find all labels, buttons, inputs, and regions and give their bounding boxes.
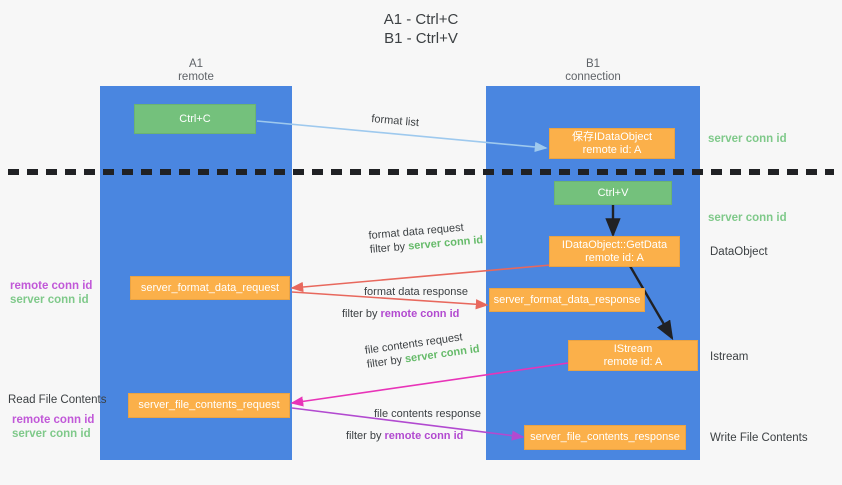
note-write-file-contents: Write File Contents: [710, 431, 808, 445]
node-server-format-data-request-label: server_format_data_request: [140, 281, 280, 294]
node-idataobject-getdata[interactable]: IDataObject::GetData remote id: A: [549, 236, 680, 267]
note-ids-upper: remote conn id server conn id: [10, 279, 92, 307]
column-header-a1: A1 remote: [100, 58, 292, 84]
node-idataobject-line1: 保存IDataObject: [571, 130, 653, 143]
node-idataobject-line2: remote id: A: [582, 143, 642, 156]
edge-label-format-list: format list: [371, 112, 420, 130]
edge-label-file-contents-response-filter: filter by remote conn id: [346, 429, 481, 443]
note-istream-text: Istream: [710, 351, 749, 363]
node-getdata-line1: IDataObject::GetData: [561, 238, 668, 251]
note-ids-upper-server: server conn id: [10, 294, 89, 306]
node-server-file-contents-request-label: server_file_contents_request: [138, 399, 280, 411]
note-istream: Istream: [710, 350, 748, 364]
node-idataobject[interactable]: 保存IDataObject remote id: A: [549, 128, 675, 159]
note-server-conn-id-mid-text: server conn id: [708, 212, 787, 224]
edge-label-file-contents-response: file contents response filter by remote …: [346, 407, 482, 443]
edge-label-file-contents-request: file contents request filter by server c…: [364, 328, 481, 372]
node-ctrl-c-label: Ctrl+C: [179, 112, 211, 125]
column-b1-role: connection: [565, 71, 621, 83]
note-ids-lower: remote conn id server conn id: [12, 413, 94, 441]
note-read-file-contents-text: Read File Contents: [8, 394, 107, 406]
page-title: A1 - Ctrl+C B1 - Ctrl+V: [0, 10, 842, 48]
filter-prefix: filter by: [342, 308, 381, 320]
filter-value-remote-conn-id: remote conn id: [380, 308, 460, 320]
title-line-1: A1 - Ctrl+C: [383, 11, 459, 28]
note-read-file-contents: Read File Contents: [8, 393, 106, 407]
note-ids-upper-remote: remote conn id: [10, 280, 93, 292]
node-istream[interactable]: IStream remote id: A: [568, 340, 698, 371]
column-b1-name: B1: [585, 58, 601, 70]
node-ctrl-c[interactable]: Ctrl+C: [134, 104, 256, 134]
filter-prefix: filter by: [369, 240, 409, 256]
edge-label-format-data-response-filter: filter by remote conn id: [342, 307, 468, 321]
note-ids-lower-remote: remote conn id: [12, 414, 95, 426]
filter-prefix: filter by: [366, 353, 406, 371]
note-write-file-contents-text: Write File Contents: [710, 432, 808, 444]
note-server-conn-id-mid: server conn id: [708, 211, 787, 225]
node-getdata-line2: remote id: A: [585, 251, 644, 264]
edge-label-file-contents-response-line1: file contents response: [374, 408, 482, 420]
node-server-format-data-response[interactable]: server_format_data_response: [489, 288, 645, 312]
node-ctrl-v-label: Ctrl+V: [597, 186, 629, 199]
filter-value-remote-conn-id: remote conn id: [384, 430, 464, 442]
note-data-object-text: DataObject: [710, 246, 768, 258]
node-server-format-data-request[interactable]: server_format_data_request: [130, 276, 290, 300]
node-server-file-contents-response[interactable]: server_file_contents_response: [524, 425, 686, 450]
column-a1-role: remote: [178, 71, 214, 83]
column-header-b1: B1 connection: [486, 58, 700, 84]
node-server-file-contents-request[interactable]: server_file_contents_request: [128, 393, 290, 418]
node-ctrl-v[interactable]: Ctrl+V: [554, 181, 672, 205]
edge-label-format-data-response: format data response filter by remote co…: [342, 285, 468, 321]
note-server-conn-id-top: server conn id: [708, 132, 787, 146]
note-ids-lower-server: server conn id: [12, 428, 91, 440]
filter-prefix: filter by: [346, 430, 385, 442]
edge-label-format-data-response-line1: format data response: [364, 286, 468, 298]
note-server-conn-id-top-text: server conn id: [708, 133, 787, 145]
node-server-format-data-response-label: server_format_data_response: [493, 293, 641, 306]
node-istream-line2: remote id: A: [603, 355, 663, 368]
edge-label-format-list-text: format list: [370, 112, 420, 130]
column-a1-name: A1: [188, 58, 204, 70]
node-istream-line1: IStream: [613, 342, 653, 355]
note-data-object: DataObject: [710, 245, 768, 259]
edge-label-format-data-request: format data request filter by server con…: [368, 219, 484, 257]
node-server-file-contents-response-label: server_file_contents_response: [530, 431, 680, 443]
title-line-2: B1 - Ctrl+V: [384, 30, 458, 47]
